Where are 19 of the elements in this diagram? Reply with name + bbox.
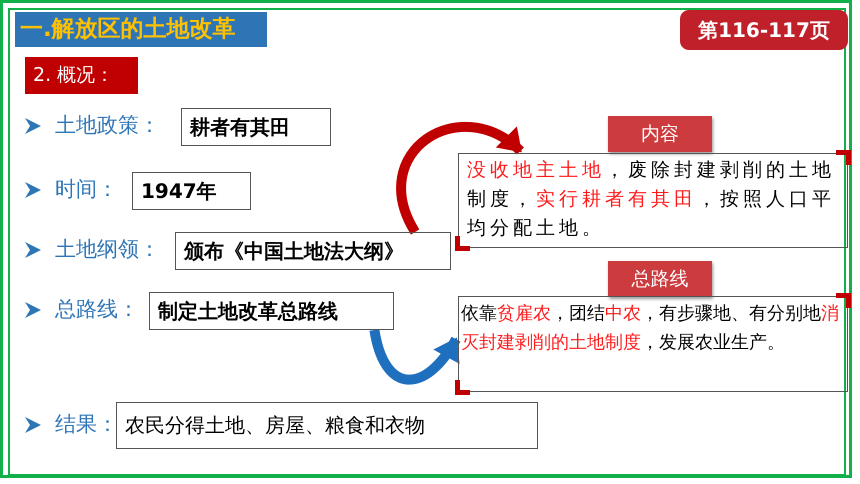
curved-arrow [370,328,460,385]
section-tab: 总路线 [608,261,712,297]
section-heading: 2. 概况： [25,57,138,94]
answer-box: 农民分得土地、房屋、粮食和衣物 [116,402,538,449]
title-banner: 一.解放区的土地改革 [15,12,267,47]
answer-box: 颁布《中国土地法大纲》 [175,232,451,270]
field-label: 土地政策： [55,112,160,139]
answer-box: 耕者有其田 [181,108,331,146]
answer-box: 制定土地改革总路线 [149,292,394,330]
answer-box: 1947年 [132,172,251,210]
page-badge: 第116-117页 [680,10,848,50]
field-label: 土地纲领： [55,236,160,263]
content-text: 依靠贫雇农，团结中农，有步骤地、有分别地消灭封建剥削的土地制度，发展农业生产。 [458,296,848,392]
curved-arrow [396,122,524,234]
section-tab: 内容 [608,116,712,152]
field-label: 结果： [55,410,118,438]
content-text: 没收地主土地，废除封建剥削的土地制度，实行耕者有其田，按照人口平均分配土地。 [458,153,848,248]
field-label: 时间： [55,176,118,203]
field-label: 总路线： [55,296,139,323]
